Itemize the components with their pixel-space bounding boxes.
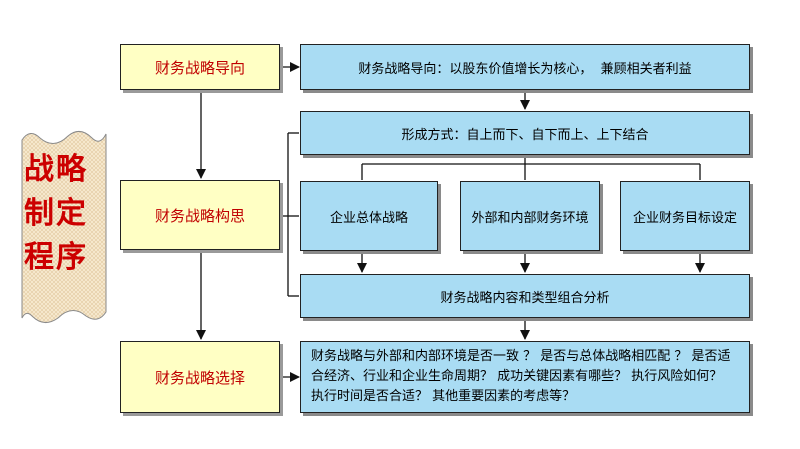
stage-selection-label: 财务战略选择 — [154, 368, 245, 387]
title-line-1: 战略 — [24, 152, 88, 187]
stage-selection: 财务战略选择 — [120, 341, 280, 413]
stage-conception: 财务战略构思 — [120, 180, 280, 250]
title-scroll-background — [21, 131, 107, 323]
detail-formation: 形成方式：自上而下、自下而上、上下结合 — [300, 111, 750, 155]
detail-analysis: 财务战略内容和类型组合分析 — [300, 274, 750, 318]
title-line-3: 程序 — [24, 240, 88, 275]
stage-orientation-label: 财务战略导向 — [154, 58, 245, 77]
detail-selection-text: 财务战略与外部和内部环境是否一致 ？ 是否与总体战略相匹配 ？ 是否适合经济、行… — [311, 349, 731, 404]
title-line-2: 制定 — [24, 196, 88, 231]
detail-selection: 财务战略与外部和内部环境是否一致 ？ 是否与总体战略相匹配 ？ 是否适合经济、行… — [300, 341, 750, 413]
detail-corporate-strategy-text: 企业总体战略 — [329, 210, 408, 226]
diagram-title: 战略 制定 程序 — [24, 148, 106, 280]
detail-financial-goals: 企业财务目标设定 — [620, 181, 750, 251]
detail-orientation-text: 财务战略导向：以股东价值增长为核心， 兼顾相关者利益 — [358, 61, 692, 77]
stage-conception-label: 财务战略构思 — [154, 206, 245, 225]
detail-formation-text: 形成方式：自上而下、自下而上、上下结合 — [401, 127, 649, 143]
stage-orientation: 财务战略导向 — [120, 44, 280, 90]
detail-orientation: 财务战略导向：以股东价值增长为核心， 兼顾相关者利益 — [300, 44, 750, 90]
detail-environment: 外部和内部财务环境 — [460, 181, 600, 251]
detail-environment-text: 外部和内部财务环境 — [471, 210, 589, 226]
detail-analysis-text: 财务战略内容和类型组合分析 — [440, 290, 610, 306]
detail-financial-goals-text: 企业财务目标设定 — [632, 210, 737, 226]
detail-corporate-strategy: 企业总体战略 — [300, 181, 438, 251]
